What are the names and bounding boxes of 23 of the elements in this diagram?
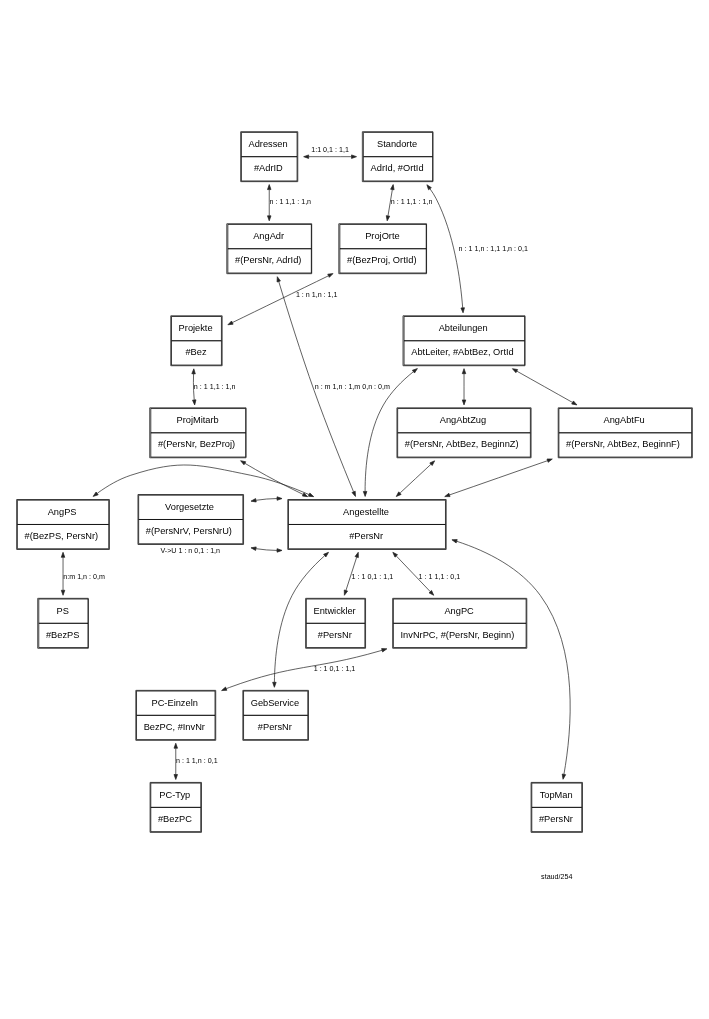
arrow — [461, 368, 467, 406]
arrow — [395, 460, 435, 497]
arrow — [60, 551, 66, 596]
arrow — [250, 546, 283, 553]
arrow — [343, 551, 359, 596]
arrow — [250, 496, 283, 503]
arrow — [451, 539, 571, 780]
arrow — [191, 368, 197, 406]
arrow — [92, 464, 315, 497]
arrow — [385, 184, 395, 222]
arrow — [267, 184, 272, 222]
arrow — [227, 273, 334, 326]
arrow — [272, 552, 329, 688]
arrow — [221, 648, 388, 691]
arrow — [426, 184, 465, 314]
arrow — [444, 458, 553, 497]
arrow — [512, 368, 578, 406]
arrow — [303, 154, 357, 159]
arrow — [363, 368, 418, 497]
arrow — [173, 742, 178, 780]
arrow — [392, 551, 435, 596]
arrow — [276, 276, 356, 497]
arrow — [240, 460, 309, 497]
